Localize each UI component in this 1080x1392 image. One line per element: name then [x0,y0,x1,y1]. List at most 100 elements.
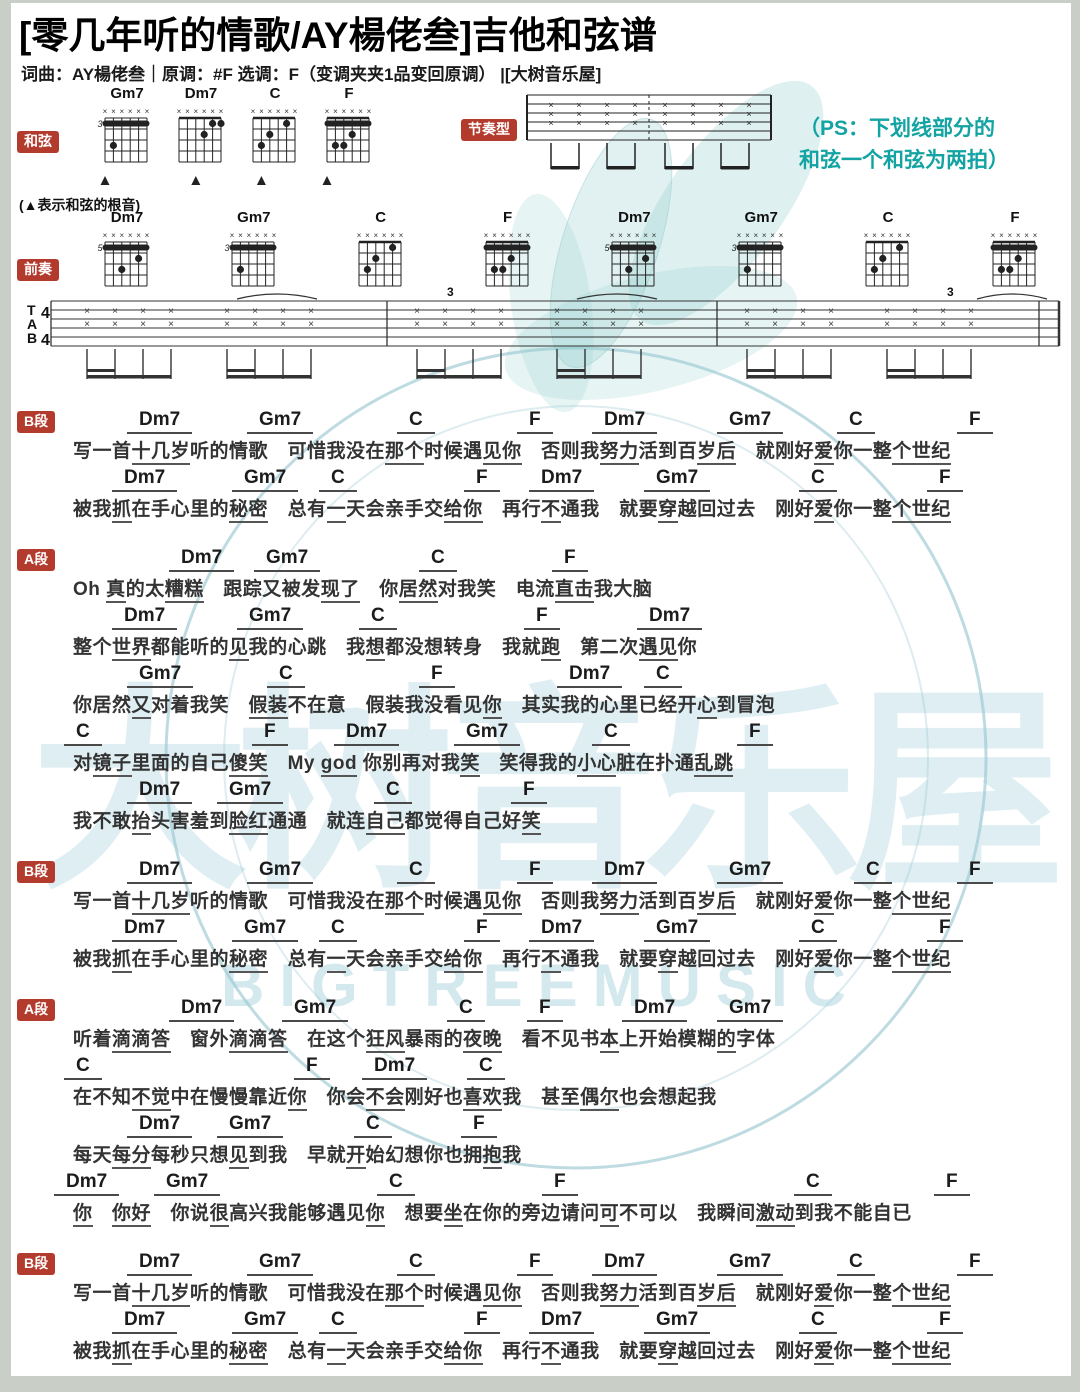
two-beat-underline: 岁后 [697,441,737,465]
svg-text:×: × [483,231,488,240]
lyric-line: 每天每分每秒只想见到我 早就开始幻想你也拥抱我 [11,1140,1071,1171]
svg-text:×: × [365,231,370,240]
two-beat-underline: 抬 [131,811,152,835]
svg-text:×: × [800,319,806,330]
chord-diagram-dm7: Dm7××××××5 [602,209,666,318]
svg-text:×: × [718,100,723,110]
svg-text:×: × [745,231,750,240]
two-beat-underline: 不 [541,499,561,523]
two-beat-underline: 傻笑 [229,753,269,777]
svg-text:×: × [897,231,902,240]
chord-label: Gm7 [237,605,304,630]
chord-grid-icon: ××××××3 [97,107,150,185]
svg-text:×: × [128,231,133,240]
svg-text:3: 3 [97,119,102,129]
svg-text:×: × [356,231,361,240]
chord-label: Gm7 [217,1113,284,1138]
chord-label: C [644,663,682,688]
lyric-line: 你居然又对着我笑 假装不在意 假装我没看见你 其实我的心里已经开心到冒泡 [11,690,1071,721]
two-beat-underline: 一 [326,949,347,973]
chord-label: Dm7 [127,779,193,804]
svg-text:T: T [27,302,36,318]
chord-label: Gm7 [644,1309,711,1334]
svg-text:×: × [119,107,124,116]
two-beat-underline: 跑 [541,637,561,661]
rhythm-pattern-staff: ×××××××××××××××××××××××× [526,94,772,170]
svg-text:×: × [772,306,778,317]
svg-text:×: × [828,319,834,330]
chord-label: F [517,1251,553,1276]
svg-text:×: × [168,306,174,317]
two-beat-underline: 秘密 [229,1341,269,1365]
two-beat-underline: 努力 [599,891,639,915]
two-beat-underline: 爱 [814,891,834,915]
section-badge: A段 [17,549,56,571]
chord-label: C [377,1171,415,1196]
svg-text:×: × [737,231,742,240]
chord-name: Dm7 [110,209,144,226]
two-beat-underline: 爱 [814,441,834,465]
chord-label: Gm7 [717,409,784,434]
two-beat-underline: 你好 [112,1203,152,1227]
two-beat-underline: 不会 [365,1087,405,1111]
svg-text:×: × [280,319,286,330]
svg-text:×: × [968,306,974,317]
svg-text:×: × [168,319,174,330]
two-beat-underline: 十几岁 [131,441,191,465]
chord-label: Gm7 [217,779,284,804]
two-beat-underline: 见 [229,637,249,661]
chord-label: C [397,859,435,884]
svg-text:×: × [554,306,560,317]
two-beat-underline: 真 [106,579,126,603]
svg-text:×: × [770,231,775,240]
svg-text:×: × [872,231,877,240]
two-beat-underline: 开 [346,1145,366,1169]
two-beat-underline: 不 [541,1341,561,1365]
svg-text:×: × [224,306,230,317]
chord-label: Dm7 [334,721,400,746]
svg-text:×: × [1033,231,1038,240]
two-beat-underline: 镜子 [92,753,132,777]
two-beat-underline: 个世纪 [892,1341,951,1365]
svg-text:×: × [662,118,667,128]
chord-diagram-f: F×××××× [317,85,381,194]
chord-name: Gm7 [237,209,271,226]
svg-text:×: × [881,231,886,240]
two-beat-underline: 你 [73,1203,93,1227]
chord-diagram-dm7: Dm7××××××5 [95,209,159,318]
two-beat-underline: 爱 [814,949,834,973]
chord-label: Dm7 [169,997,235,1022]
two-beat-underline: 给你 [443,499,483,523]
lyric-line: 被我抓在手心里的秘密 总有一天会亲手交给你 再行不通我 就要穿越回过去 刚好爱你… [11,1336,1071,1367]
chord-label: F [464,917,500,942]
svg-text:4: 4 [41,332,50,349]
chord-label: Gm7 [247,1251,314,1276]
ps-note: （PS：下划线部分的 和弦一个和弦为两拍） [799,113,1009,176]
svg-text:×: × [492,231,497,240]
chord-grid-icon: ××××××3 [732,231,784,287]
two-beat-underline: 你 [365,1203,386,1227]
two-beat-underline: 十几岁 [131,891,191,915]
two-beat-underline: 笑 [521,811,542,835]
svg-text:×: × [112,306,118,317]
chord-label: Gm7 [454,721,521,746]
chord-label: F [957,859,993,884]
svg-text:×: × [999,231,1004,240]
svg-text:×: × [604,109,609,119]
svg-text:×: × [610,231,615,240]
lyric-line: 对镜子里面的自己傻笑 My god 你别再对我笑 笑得我的小心脏在扑通乱跳 [11,748,1071,779]
two-beat-underline: 抓 [112,499,132,523]
chord-diagram-f: F×××××× [476,209,540,318]
svg-text:×: × [548,109,553,119]
svg-text:×: × [632,109,637,119]
svg-text:×: × [210,107,215,116]
svg-text:×: × [341,107,346,116]
two-beat-underline: 给你 [443,1341,483,1365]
